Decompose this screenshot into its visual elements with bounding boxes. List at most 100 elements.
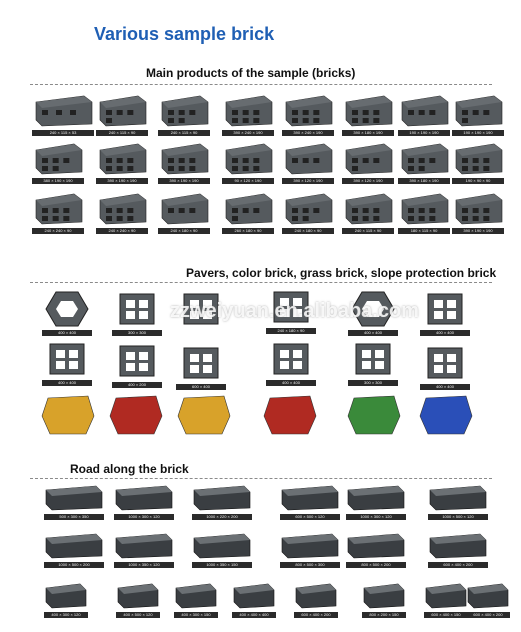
- brick-sample: 240 × 115 × 90: [342, 192, 394, 234]
- brick-sample: 600 × 400: [176, 344, 226, 390]
- brick-sample: 1000 × 500 × 200: [44, 530, 104, 568]
- brick-sample: 390 × 120 × 190: [342, 142, 394, 184]
- brick-size-caption: 390 × 120 × 190: [342, 178, 394, 184]
- brick-size-caption: 240 × 180 × 90: [266, 328, 316, 334]
- page-title: Various sample brick: [94, 24, 275, 44]
- brick-sample: 190 × 190 × 190: [452, 94, 504, 136]
- brick-sample: 390 × 190 × 190: [452, 192, 504, 234]
- brick-size-caption: 390 × 190 × 190: [452, 228, 504, 234]
- brick-sample: 180 × 115 × 90: [398, 192, 450, 234]
- brick-sample: 400 × 400: [42, 290, 92, 336]
- brick-size-caption: 600 × 400 × 200: [428, 562, 488, 568]
- brick-sample: 1000 × 350 × 120: [114, 530, 174, 568]
- brick-sample: 240 × 115 × 90: [158, 94, 210, 136]
- brick-sample: 400 × 400: [348, 290, 398, 336]
- brick-size-caption: 1000 × 500 × 200: [44, 562, 104, 568]
- brick-size-caption: 600 × 400: [176, 384, 226, 390]
- brick-size-caption: 1000 × 350 × 150: [192, 562, 252, 568]
- brick-size-caption: 390 × 190 × 190: [96, 178, 148, 184]
- brick-sample: 600 × 400 × 200: [466, 580, 510, 618]
- color-paver-sample: [108, 392, 164, 438]
- brick-sample: 240 × 115 × 53: [32, 94, 94, 136]
- brick-size-caption: 400 × 400: [42, 380, 92, 386]
- color-paver-sample: [346, 392, 402, 438]
- brick-sample: 600 × 500 × 120: [280, 482, 340, 520]
- brick-sample: 1000 × 350 × 150: [192, 530, 252, 568]
- brick-sample: 800 × 200 × 150: [362, 580, 406, 618]
- brick-size-caption: 400 × 400: [420, 330, 470, 336]
- brick-size-caption: 800 × 200 × 150: [362, 612, 406, 618]
- brick-size-caption: 190 × 190 × 190: [398, 130, 450, 136]
- brick-size-caption: 390 × 180 × 190: [398, 178, 450, 184]
- brick-size-caption: 800 × 500 × 300: [280, 562, 340, 568]
- brick-sample: 300 × 300: [112, 290, 162, 336]
- brick-size-caption: 240 × 180 × 90: [282, 228, 334, 234]
- color-paver-sample: [418, 392, 474, 438]
- brick-sample: 600 × 400 × 200: [428, 530, 488, 568]
- brick-size-caption: 260 × 180 × 90: [222, 228, 274, 234]
- brick-size-caption: 400 × 300 × 120: [44, 612, 88, 618]
- brick-sample: 240 × 180 × 90: [282, 192, 334, 234]
- brick-sample: 240 × 115 × 90: [96, 94, 148, 136]
- brick-sample: 600 × 400 × 200: [294, 580, 338, 618]
- brick-size-caption: 390 × 120 × 190: [282, 178, 334, 184]
- brick-size-caption: 240 × 115 × 90: [96, 130, 148, 136]
- brick-size-caption: 500 × 300 × 350: [44, 514, 104, 520]
- brick-sample: 390 × 180 × 190: [342, 94, 394, 136]
- brick-size-caption: 400 × 400: [42, 330, 92, 336]
- brick-sample: 500 × 300 × 350: [44, 482, 104, 520]
- brick-size-caption: 390 × 180 × 190: [342, 130, 394, 136]
- brick-size-caption: 390 × 240 × 190: [282, 130, 334, 136]
- brick-sample: 190 × 190 × 190: [398, 94, 450, 136]
- brick-size-caption: 600 × 400 × 200: [294, 612, 338, 618]
- brick-size-caption: 600 × 500 × 120: [280, 514, 340, 520]
- brick-sample: 400 × 400: [420, 290, 470, 336]
- brick-size-caption: 1000 × 300 × 120: [346, 514, 406, 520]
- brick-size-caption: 300 × 300: [348, 380, 398, 386]
- brick-sample: 400 × 400: [42, 340, 92, 386]
- brick-sample: 190 × 90 × 90: [452, 142, 504, 184]
- brick-size-caption: 240 × 115 × 53: [32, 130, 94, 136]
- brick-size-caption: 400 × 200: [112, 382, 162, 388]
- brick-size-caption: 1000 × 300 × 120: [114, 514, 174, 520]
- color-paver-sample: [40, 392, 96, 438]
- brick-sample: 600 × 400 × 150: [424, 580, 468, 618]
- brick-sample: 400 × 500 × 120: [116, 580, 160, 618]
- brick-sample: 1000 × 220 × 200: [192, 482, 252, 520]
- brick-size-caption: 600 × 400 × 200: [466, 612, 510, 618]
- brick-sample: 380 × 190 × 190: [32, 142, 84, 184]
- brick-sample: 1000 × 500 × 120: [428, 482, 488, 520]
- brick-size-caption: 180 × 115 × 90: [398, 228, 450, 234]
- brick-size-caption: 240 × 115 × 90: [342, 228, 394, 234]
- brick-sample: 390 × 190 × 190: [158, 142, 210, 184]
- section-heading-pavers: Pavers, color brick, grass brick, slope …: [186, 266, 497, 280]
- divider: [30, 84, 492, 85]
- brick-sample: 390 × 180 × 190: [398, 142, 450, 184]
- color-paver-sample: [262, 392, 318, 438]
- brick-sample: 260 × 180 × 90: [222, 192, 274, 234]
- brick-sample: 240 × 180 × 90: [266, 288, 316, 334]
- brick-sample: 90 × 120 × 190: [222, 142, 274, 184]
- brick-size-caption: 800 × 500 × 200: [346, 562, 406, 568]
- brick-size-caption: 190 × 190 × 190: [452, 130, 504, 136]
- brick-size-caption: 1000 × 500 × 120: [428, 514, 488, 520]
- brick-sample: [176, 290, 226, 330]
- brick-sample: 390 × 120 × 190: [282, 142, 334, 184]
- brick-size-caption: 90 × 120 × 190: [222, 178, 274, 184]
- brick-sample: 300 × 300: [348, 340, 398, 386]
- brick-size-caption: 240 × 240 × 90: [96, 228, 148, 234]
- brick-sample: 390 × 240 × 190: [282, 94, 334, 136]
- brick-size-caption: 380 × 190 × 190: [32, 178, 84, 184]
- brick-size-caption: 190 × 90 × 90: [452, 178, 504, 184]
- color-paver-sample: [176, 392, 232, 438]
- section-heading-main-products: Main products of the sample (bricks): [146, 66, 356, 80]
- brick-size-caption: 1000 × 350 × 120: [114, 562, 174, 568]
- brick-size-caption: 400 × 400: [266, 380, 316, 386]
- brick-sample: 800 × 500 × 200: [346, 530, 406, 568]
- brick-sample: 400 × 400 × 400: [232, 580, 276, 618]
- brick-size-caption: 240 × 240 × 90: [32, 228, 84, 234]
- brick-size-caption: 300 × 300: [112, 330, 162, 336]
- brick-size-caption: 400 × 300 × 150: [174, 612, 218, 618]
- brick-size-caption: 400 × 400 × 400: [232, 612, 276, 618]
- brick-sample: 240 × 240 × 90: [32, 192, 84, 234]
